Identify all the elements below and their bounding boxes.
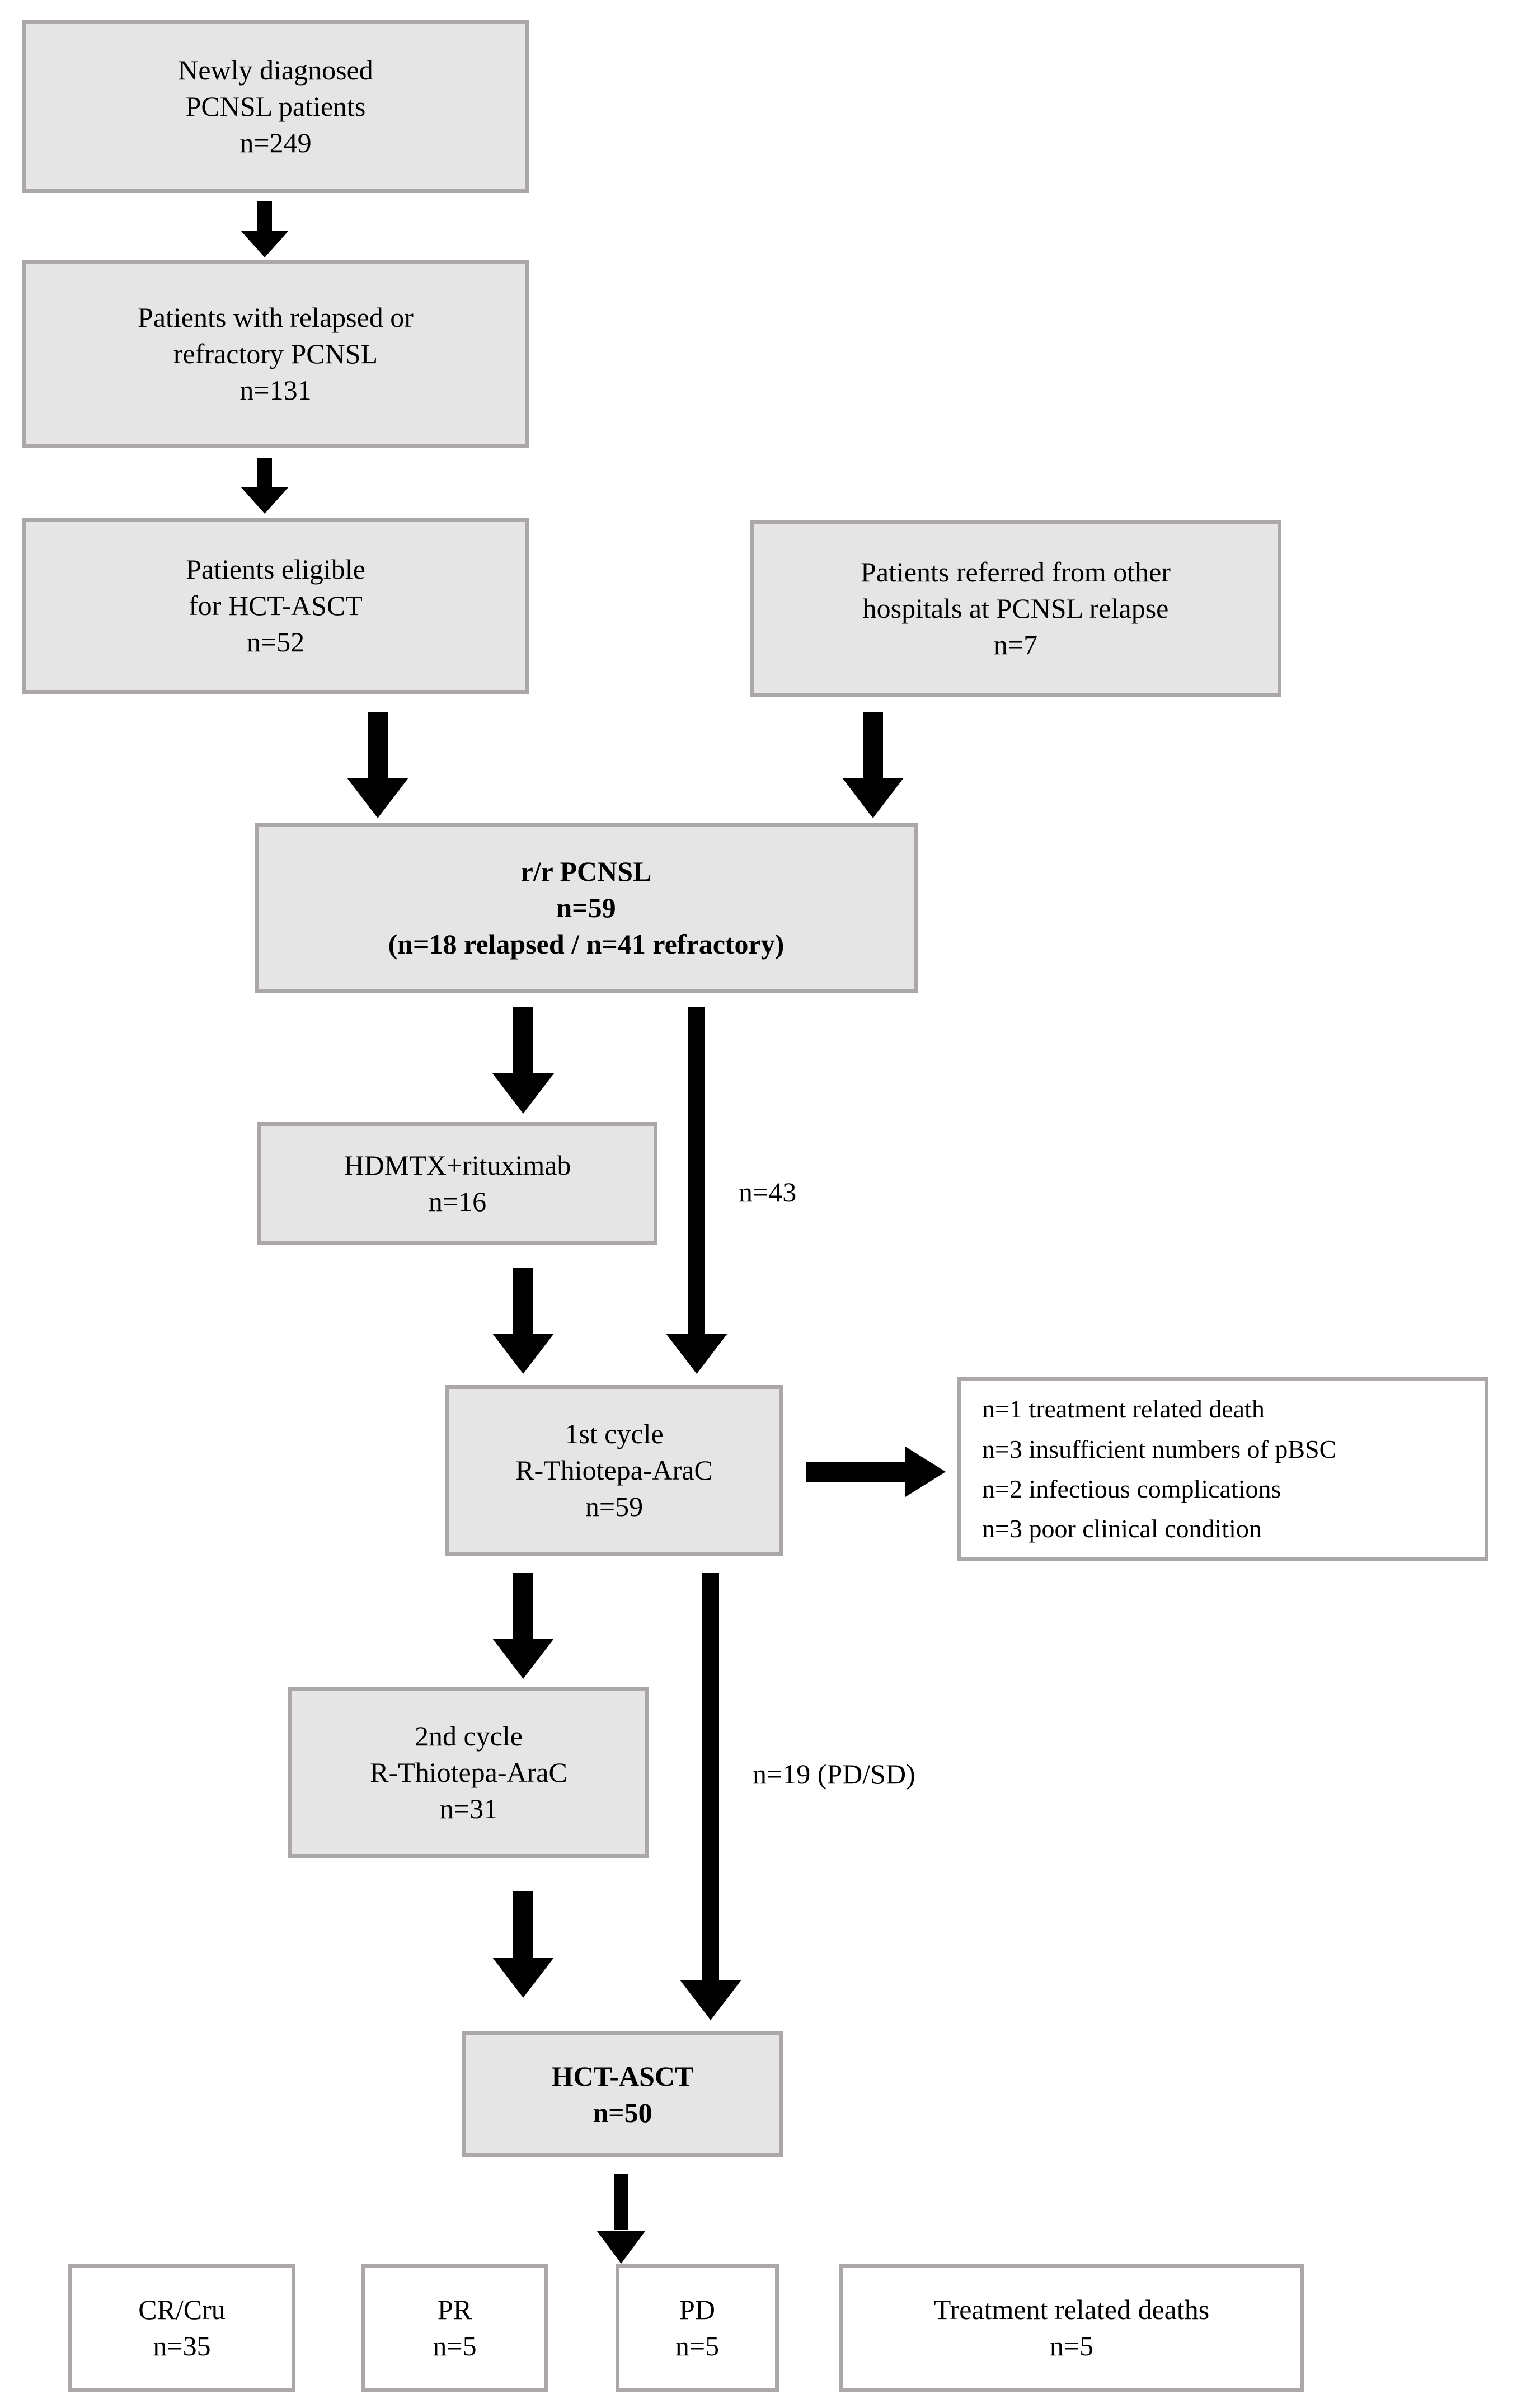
- arrow-shaft: [513, 1573, 533, 1640]
- arrow-head: [241, 231, 289, 257]
- node-line: refractory PCNSL: [173, 338, 378, 369]
- arrow-head: [492, 1073, 554, 1114]
- node-line: n=59: [556, 892, 616, 923]
- node-line: n=16: [428, 1186, 487, 1217]
- arrow-shaft: [688, 1007, 705, 1335]
- node-outcome-pr: PR n=5: [361, 2264, 548, 2392]
- node-line: n=59: [585, 1491, 644, 1522]
- arrow-head: [842, 778, 904, 818]
- arrow-shaft: [513, 1891, 533, 1959]
- arrow-hdmtx-to-cycle1: [492, 1268, 554, 1374]
- node-line: n=5: [1049, 2330, 1094, 2362]
- node-outcome-treatment-related-deaths: Treatment related deaths n=5: [839, 2264, 1304, 2392]
- node-hct-asct: HCT-ASCT n=50: [462, 2031, 783, 2157]
- node-outcome-cr-cru: CR/Cru n=35: [68, 2264, 295, 2392]
- node-line: Patients referred from other: [861, 556, 1171, 588]
- arrow-cycle1-bypass-to-hct: [680, 1573, 741, 2020]
- node-line: n=3 poor clinical condition: [982, 1514, 1262, 1543]
- node-line: Patients eligible: [186, 553, 365, 585]
- edge-label-n19: n=19 (PD/SD): [753, 1758, 915, 1790]
- node-cycle2-r-thiotepa-arac: 2nd cycle R-Thiotepa-AraC n=31: [288, 1687, 649, 1858]
- node-line: n=5: [675, 2330, 720, 2362]
- node-line: n=2 infectious complications: [982, 1475, 1281, 1503]
- arrow-cycle1-to-dropouts: [806, 1447, 946, 1497]
- node-rr-pcnsl: r/r PCNSL n=59 (n=18 relapsed / n=41 ref…: [255, 823, 918, 993]
- arrow-rr-to-hdmtx: [492, 1007, 554, 1114]
- arrow-shaft: [806, 1462, 907, 1482]
- node-line: n=5: [433, 2330, 477, 2362]
- arrow-shaft: [257, 458, 272, 489]
- arrow-newly-to-relapsed: [241, 201, 289, 257]
- arrow-head: [241, 487, 289, 514]
- node-newly-diagnosed: Newly diagnosed PCNSL patients n=249: [22, 20, 529, 193]
- arrow-head: [492, 1639, 554, 1679]
- arrow-hct-to-outcomes: [590, 2174, 652, 2264]
- node-cycle1-r-thiotepa-arac: 1st cycle R-Thiotepa-AraC n=59: [445, 1385, 783, 1556]
- arrow-shaft: [702, 1573, 719, 1981]
- arrow-relapsed-to-eligible: [241, 458, 289, 514]
- arrow-head: [905, 1447, 946, 1497]
- arrow-head: [492, 1958, 554, 1998]
- arrow-head: [597, 2231, 645, 2264]
- edge-label-n43: n=43: [739, 1176, 797, 1208]
- node-line: n=35: [153, 2330, 211, 2362]
- node-line: n=31: [439, 1793, 498, 1824]
- arrow-head: [680, 1980, 741, 2020]
- node-eligible-hct-asct: Patients eligible for HCT-ASCT n=52: [22, 518, 529, 694]
- node-line: HDMTX+rituximab: [344, 1149, 571, 1181]
- node-line: n=3 insufficient numbers of pBSC: [982, 1434, 1337, 1463]
- arrow-shaft: [368, 712, 388, 779]
- arrow-cycle1-to-cycle2: [492, 1573, 554, 1679]
- node-referred-from-other-hospitals: Patients referred from other hospitals a…: [750, 520, 1281, 697]
- arrow-shaft: [513, 1007, 533, 1074]
- arrow-head: [347, 778, 408, 818]
- node-relapsed-refractory: Patients with relapsed or refractory PCN…: [22, 260, 529, 448]
- node-line: Newly diagnosed: [178, 54, 373, 86]
- node-line: 2nd cycle: [415, 1720, 523, 1752]
- node-line: r/r PCNSL: [520, 856, 652, 887]
- node-line: hospitals at PCNSL relapse: [862, 593, 1169, 624]
- node-line: PD: [679, 2294, 715, 2325]
- node-line: Patients with relapsed or: [138, 302, 414, 333]
- arrow-head: [492, 1334, 554, 1374]
- node-line: CR/Cru: [138, 2294, 226, 2325]
- arrow-shaft: [513, 1268, 533, 1335]
- node-line: n=249: [239, 126, 312, 158]
- node-line: 1st cycle: [565, 1418, 664, 1449]
- node-line: PR: [437, 2294, 472, 2325]
- node-outcome-pd: PD n=5: [616, 2264, 779, 2392]
- arrow-rr-bypass-to-cycle1: [666, 1007, 727, 1374]
- node-dropout-reasons: n=1 treatment related death n=3 insuffic…: [957, 1377, 1488, 1561]
- node-line: for HCT-ASCT: [189, 590, 363, 621]
- node-hdmtx-rituximab: HDMTX+rituximab n=16: [257, 1122, 657, 1245]
- arrow-shaft: [863, 712, 883, 779]
- arrow-cycle2-to-hct: [492, 1891, 554, 1998]
- node-line: Treatment related deaths: [933, 2294, 1210, 2325]
- node-line: n=7: [993, 629, 1038, 660]
- node-line: n=52: [246, 626, 305, 658]
- node-line: PCNSL patients: [185, 90, 366, 122]
- node-line: HCT-ASCT: [551, 2060, 694, 2092]
- arrow-shaft: [257, 201, 272, 233]
- arrow-eligible-to-rr: [347, 712, 408, 818]
- node-line: R-Thiotepa-AraC: [370, 1757, 567, 1788]
- node-line: (n=18 relapsed / n=41 refractory): [388, 928, 785, 960]
- node-line: n=50: [593, 2096, 652, 2128]
- node-line: n=131: [239, 374, 312, 406]
- arrow-head: [666, 1334, 727, 1374]
- arrow-shaft: [614, 2174, 628, 2230]
- arrow-referred-to-rr: [842, 712, 904, 818]
- node-line: n=1 treatment related death: [982, 1395, 1265, 1424]
- node-line: R-Thiotepa-AraC: [515, 1454, 713, 1486]
